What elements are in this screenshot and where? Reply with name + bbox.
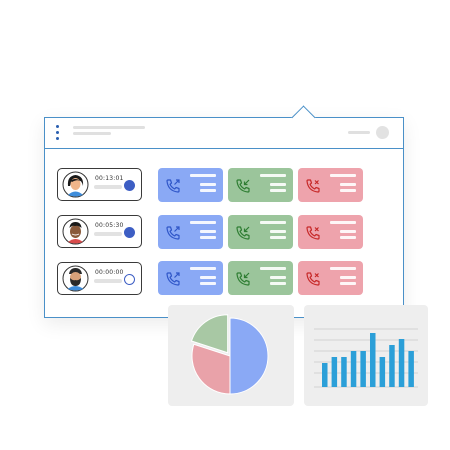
call-timer: 00:00:00 <box>95 269 124 276</box>
header-title-placeholder <box>73 126 145 129</box>
pie-slice <box>190 314 229 354</box>
tile-text-placeholder <box>270 189 286 192</box>
tile-text-placeholder <box>270 236 286 239</box>
phone-incoming-icon <box>236 179 250 193</box>
tile-text-placeholder <box>340 276 356 279</box>
pie-chart-panel <box>168 305 294 406</box>
window-header <box>45 118 403 149</box>
tile-text-placeholder <box>190 267 216 270</box>
tile-text-placeholder <box>200 236 216 239</box>
bar <box>370 333 376 387</box>
missed-calls-tile[interactable] <box>298 261 363 295</box>
woman-avatar-icon <box>62 171 89 198</box>
tile-text-placeholder <box>340 183 356 186</box>
call-timer: 00:05:30 <box>95 222 124 229</box>
phone-missed-icon <box>306 272 320 286</box>
man-avatar-icon <box>62 218 89 245</box>
user-avatar-icon[interactable] <box>376 126 389 139</box>
phone-status-icon[interactable] <box>124 227 135 238</box>
tile-text-placeholder <box>190 221 216 224</box>
agent-card[interactable]: 00:13:01 <box>57 168 142 201</box>
tile-text-placeholder <box>200 183 216 186</box>
tile-text-placeholder <box>200 282 216 285</box>
header-subtitle-placeholder <box>73 132 111 135</box>
tile-text-placeholder <box>330 221 356 224</box>
phone-missed-icon <box>306 226 320 240</box>
incoming-calls-tile[interactable] <box>228 168 293 202</box>
tile-text-placeholder <box>270 230 286 233</box>
phone-status-icon[interactable] <box>124 180 135 191</box>
bar <box>341 357 347 387</box>
agent-card[interactable]: 00:05:30 <box>57 215 142 248</box>
tile-text-placeholder <box>340 230 356 233</box>
tile-text-placeholder <box>260 267 286 270</box>
phone-outgoing-icon <box>166 272 180 286</box>
call-timer: 00:13:01 <box>95 175 124 182</box>
tile-text-placeholder <box>340 282 356 285</box>
bar <box>331 357 338 387</box>
phone-missed-icon <box>306 179 320 193</box>
bar <box>389 345 395 387</box>
phone-incoming-icon <box>236 226 250 240</box>
timer-bar <box>94 279 122 283</box>
phone-outgoing-icon <box>166 226 180 240</box>
tile-text-placeholder <box>270 183 286 186</box>
tile-text-placeholder <box>190 174 216 177</box>
tile-text-placeholder <box>200 189 216 192</box>
bar <box>350 351 357 387</box>
phone-status-icon[interactable] <box>124 274 135 285</box>
timer-bar <box>94 232 122 236</box>
missed-calls-tile[interactable] <box>298 168 363 202</box>
tile-text-placeholder <box>270 282 286 285</box>
incoming-calls-tile[interactable] <box>228 261 293 295</box>
bar <box>398 339 405 387</box>
incoming-calls-tile[interactable] <box>228 215 293 249</box>
tile-text-placeholder <box>260 174 286 177</box>
missed-calls-tile[interactable] <box>298 215 363 249</box>
pie-slice <box>229 317 269 395</box>
header-user-placeholder <box>348 131 370 134</box>
tile-text-placeholder <box>260 221 286 224</box>
agent-card[interactable]: 00:00:00 <box>57 262 142 295</box>
bar-chart-panel <box>304 305 428 406</box>
phone-outgoing-icon <box>166 179 180 193</box>
bearded-man-avatar-icon <box>62 265 89 292</box>
outgoing-calls-tile[interactable] <box>158 261 223 295</box>
menu-icon[interactable] <box>56 125 59 141</box>
timer-bar <box>94 185 122 189</box>
bar <box>379 357 386 387</box>
tile-text-placeholder <box>200 230 216 233</box>
pie-slice <box>191 343 231 395</box>
pie-chart <box>190 314 269 395</box>
outgoing-calls-tile[interactable] <box>158 215 223 249</box>
bar-chart <box>314 328 418 388</box>
tile-text-placeholder <box>330 174 356 177</box>
tile-text-placeholder <box>340 236 356 239</box>
bar <box>408 351 414 387</box>
tile-text-placeholder <box>330 267 356 270</box>
bar <box>322 363 328 387</box>
call-center-window: 00:13:01 00:05:30 00:00:00 <box>44 105 404 318</box>
tile-text-placeholder <box>270 276 286 279</box>
tile-text-placeholder <box>200 276 216 279</box>
phone-incoming-icon <box>236 272 250 286</box>
bar <box>360 351 366 387</box>
tile-text-placeholder <box>340 189 356 192</box>
outgoing-calls-tile[interactable] <box>158 168 223 202</box>
